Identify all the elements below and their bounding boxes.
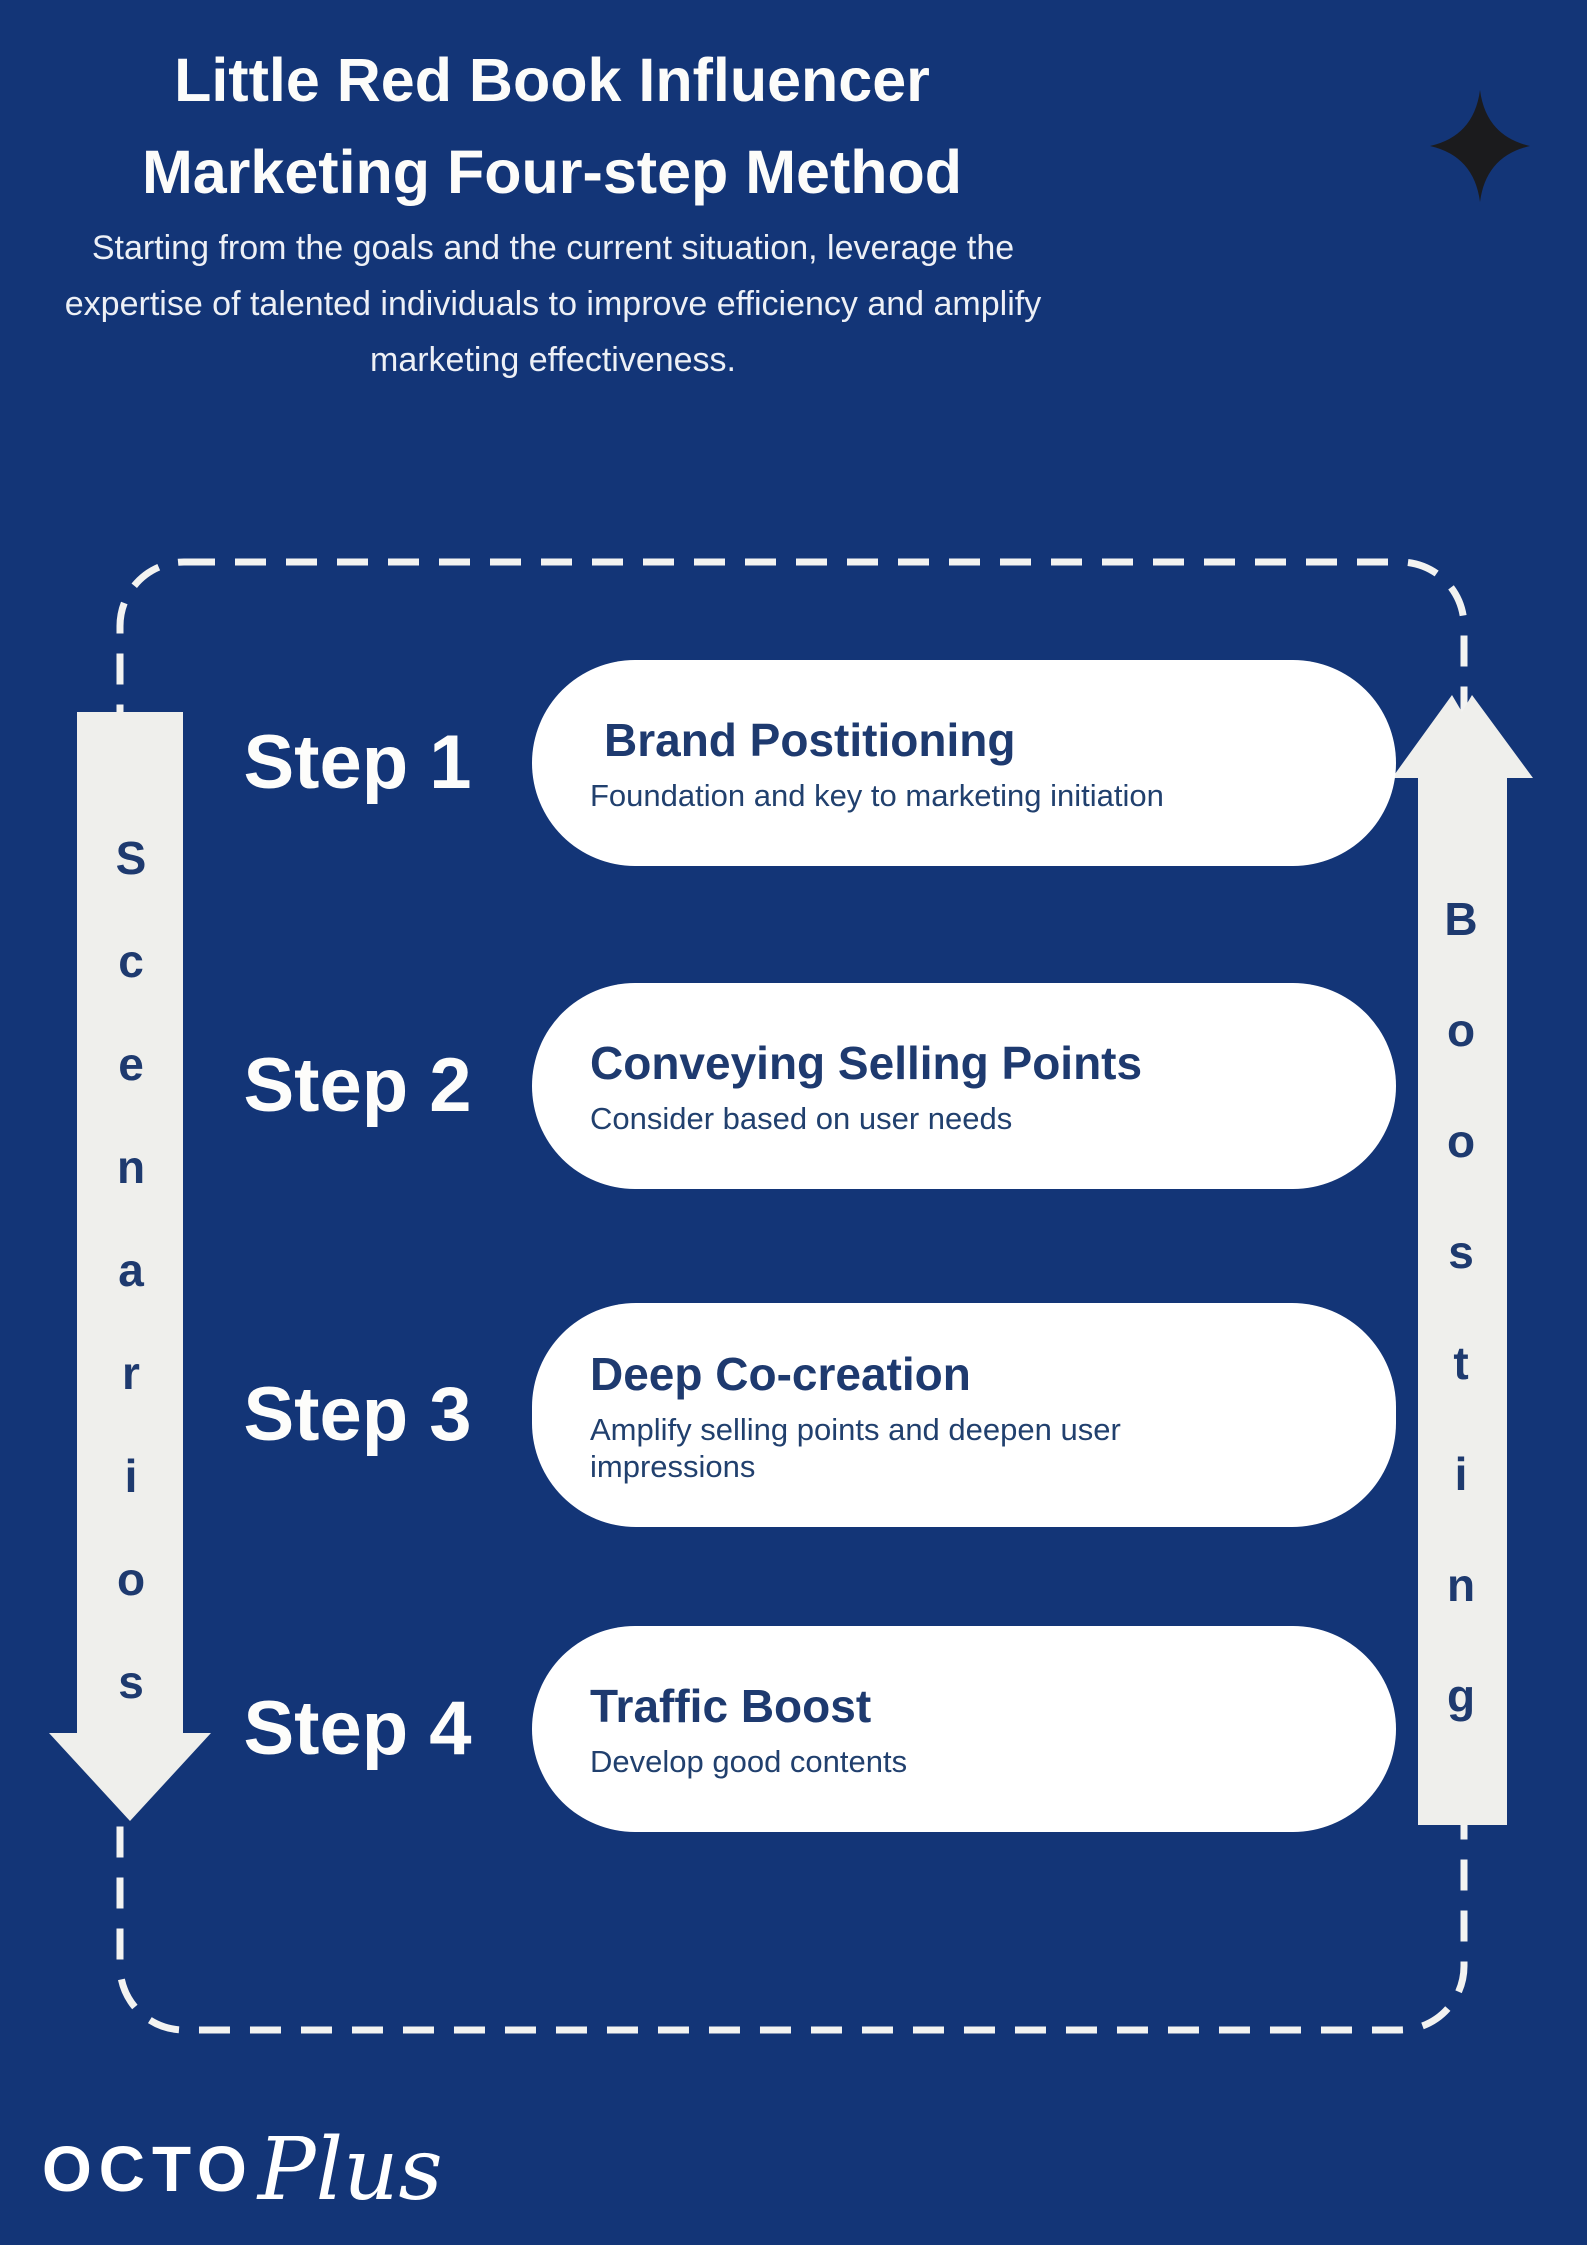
step-3-label: Step 3 [243, 1372, 472, 1457]
step-1-title: Brand Postitioning [604, 714, 1016, 766]
step-2-title: Conveying Selling Points [590, 1037, 1143, 1089]
step-4-description: Develop good contents [590, 1744, 908, 1779]
step-4-card: Traffic Boost Develop good contents [532, 1626, 1396, 1832]
step-1-description: Foundation and key to marketing initiati… [590, 778, 1164, 813]
brand-logo-plus-script: Plus [257, 2120, 443, 2220]
step-4-title: Traffic Boost [590, 1680, 872, 1732]
page-title-line1: Little Red Book Influencer [174, 46, 930, 114]
step-2-card: Conveying Selling Points Consider based … [532, 983, 1396, 1189]
step-1-label: Step 1 [243, 720, 472, 805]
step-1-card: Brand Postitioning Foundation and key to… [532, 660, 1396, 866]
right-arrow-label: Boosting [1435, 893, 1487, 1781]
step-2-description: Consider based on user needs [590, 1101, 1013, 1136]
page-title: Little Red Book Influencer Marketing Fou… [0, 34, 1104, 218]
brand-logo-octo: OCTO [42, 2133, 254, 2205]
up-arrow-icon [1392, 695, 1533, 1825]
page-subtitle: Starting from the goals and the current … [64, 229, 1042, 379]
step-3-card: Deep Co-creation Amplify selling points … [532, 1303, 1396, 1527]
step-2-label: Step 2 [243, 1043, 472, 1128]
page-title-line2: Marketing Four-step Method [141, 138, 963, 206]
down-arrow-icon [49, 712, 211, 1821]
step-3-description: Amplify selling points and deepen user i… [590, 1411, 1121, 1484]
sparkle-icon [1430, 90, 1530, 202]
step-3-title: Deep Co-creation [590, 1347, 971, 1400]
step-4-label: Step 4 [243, 1686, 472, 1771]
brand-logo: OCTOPlus [42, 2112, 443, 2220]
left-arrow-label: Scenarios [105, 832, 157, 1759]
